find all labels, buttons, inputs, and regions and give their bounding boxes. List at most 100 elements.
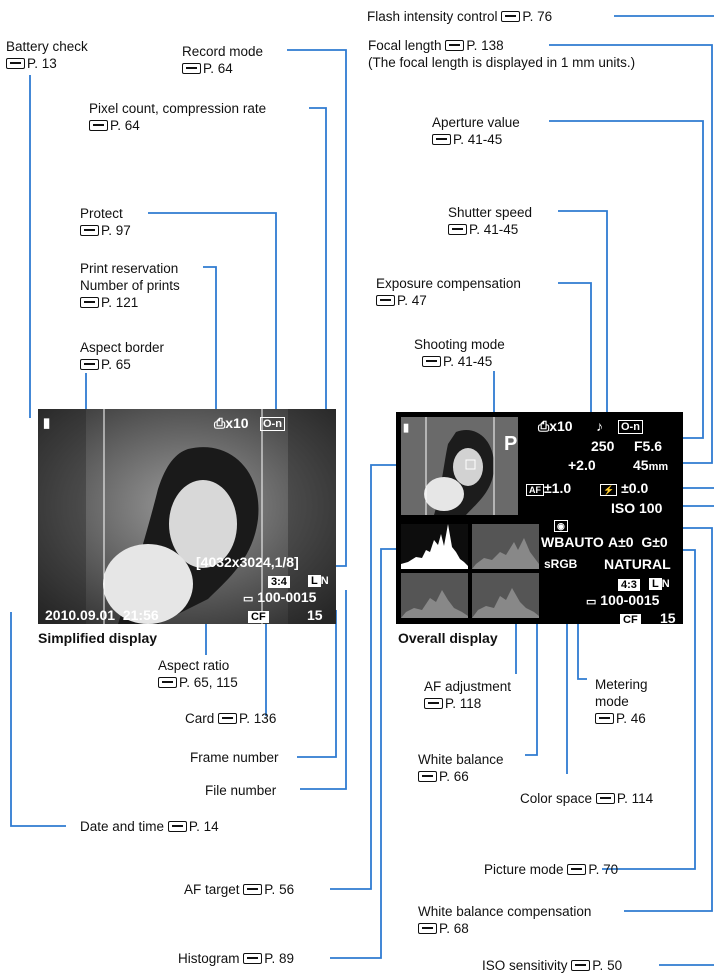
page-ref-icon: [445, 40, 465, 51]
page-ref-icon: [571, 960, 591, 971]
protect-icon: O‑n: [618, 420, 643, 434]
label-picture-mode: Picture mode P. 70: [484, 862, 619, 877]
page-ref-icon: [595, 793, 615, 804]
caption-overall: Overall display: [398, 630, 498, 646]
label-histogram: Histogram P. 89: [178, 951, 295, 966]
protect-icon: O‑n: [260, 417, 285, 431]
page-ref-icon: [595, 713, 614, 724]
page-ref-icon: [243, 884, 263, 895]
label-battery-check: Battery check P. 13: [6, 39, 88, 71]
leader-histogram: [330, 548, 401, 959]
print-reservation: ⎙x10: [214, 415, 249, 431]
label-aspect-ratio: Aspect ratio P. 65, 115: [158, 658, 238, 690]
file-number: ▭ 100-0015: [243, 589, 317, 605]
page-ref-icon: [432, 134, 451, 145]
af-target-frame: [465, 459, 476, 470]
page-ref-icon: [89, 120, 108, 131]
label-metering-mode: Metering mode P. 46: [595, 677, 648, 726]
leader-expcomp: [558, 282, 592, 446]
aperture-value: F5.6: [634, 438, 663, 454]
card-icon: CF: [620, 610, 641, 627]
wb-compensation: A±0 G±0: [608, 534, 668, 550]
exposure-compensation: +2.0: [568, 457, 596, 473]
shutter-speed: 250: [591, 438, 615, 454]
histogram-green: [401, 573, 468, 618]
histogram-luminance: [401, 524, 468, 569]
page-ref-icon: [422, 356, 441, 367]
label-protect: Protect P. 97: [80, 206, 131, 238]
leader-wbcomp: [624, 527, 713, 912]
aspect-ratio: 4:3: [618, 575, 640, 592]
label-color-space: Color space P. 114: [520, 791, 654, 806]
pixel-count: [4032x3024,1/8]: [196, 554, 299, 570]
label-shooting-mode: Shooting mode P. 41-45: [414, 337, 505, 369]
af-adjust-icon: AF: [526, 484, 544, 496]
label-card: Card P. 136: [185, 711, 277, 726]
leader-date: [10, 612, 66, 827]
leader-print: [203, 266, 217, 416]
histogram-blue: [472, 573, 539, 618]
page-ref-icon: [376, 295, 395, 306]
overall-graphics: [401, 417, 539, 618]
label-print-reservation: Print reservation Number of prints P. 12…: [80, 261, 180, 310]
frame-number: 15: [307, 607, 323, 623]
label-shutter: Shutter speed P. 41-45: [448, 205, 533, 237]
date-time: 2010.09.01 21:56: [45, 607, 159, 623]
page-ref-icon: [167, 821, 187, 832]
page-ref-icon: [418, 923, 437, 934]
leader-protect: [148, 212, 277, 416]
frame-number: 15: [660, 610, 676, 626]
color-space: sRGB: [544, 557, 578, 571]
label-pixel-count: Pixel count, compression rate P. 64: [89, 101, 267, 133]
iso-sensitivity: ISO 100: [611, 500, 663, 516]
label-wb-compensation: White balance compensation P. 68: [418, 904, 592, 936]
page-ref-icon: [80, 359, 99, 370]
page-ref-icon: [501, 11, 521, 22]
page-ref-icon: [6, 58, 25, 69]
label-white-balance: White balance P. 66: [418, 752, 504, 784]
leader-aperture: [549, 120, 704, 439]
label-aspect-border: Aspect border P. 65: [80, 340, 165, 372]
label-aperture: Aperture value P. 41-45: [432, 115, 520, 147]
label-iso: ISO sensitivity P. 50: [482, 958, 623, 973]
label-date-time: Date and time P. 14: [80, 819, 219, 834]
page-ref-icon: [158, 677, 177, 688]
shooting-mode: P: [504, 433, 518, 455]
leader-file: [300, 590, 347, 790]
label-af-adjustment: AF adjustment P. 118: [424, 679, 512, 711]
label-flash-intensity: Flash intensity control P. 76: [367, 9, 553, 24]
page-ref-icon: [80, 297, 99, 308]
histogram-red: [472, 524, 539, 569]
overall-display-screen: ▮ ⎙x10 ♪ O‑n P 250 F5.6 +2.0 45mm AF±1.0…: [396, 412, 683, 627]
metering-mode-icon: ◉: [554, 516, 568, 532]
label-focal-length: Focal length P. 138 (The focal length is…: [368, 38, 636, 70]
white-balance: WBAUTO: [541, 534, 604, 550]
page-ref-icon: [182, 63, 201, 74]
battery-icon: ▮: [43, 415, 51, 430]
label-af-target: AF target P. 56: [184, 882, 295, 897]
page-ref-icon: [567, 864, 587, 875]
af-adjustment: AF±1.0: [526, 480, 571, 496]
label-file-number: File number: [205, 783, 277, 798]
aspect-ratio: 3:4: [268, 572, 290, 589]
focal-length: 45mm: [633, 457, 669, 473]
leader-record: [287, 49, 347, 567]
page-ref-icon: [448, 224, 467, 235]
page-ref-icon: [424, 698, 443, 709]
file-icon: ▭: [586, 596, 597, 608]
flash-comp-icon: ⚡: [600, 484, 618, 496]
picture-mode: NATURAL: [604, 556, 671, 572]
print-reservation: ⎙x10: [538, 418, 573, 434]
flash-intensity: ⚡ ±0.0: [600, 480, 648, 496]
label-frame-number: Frame number: [190, 750, 279, 765]
page-ref-icon: [418, 771, 437, 782]
file-number: ▭ 100-0015: [586, 592, 660, 608]
leader-focal: [549, 44, 713, 464]
leader-frame: [297, 610, 337, 758]
flash-sound-icon: ♪: [596, 418, 603, 434]
page-ref-icon: [80, 225, 99, 236]
label-record-mode: Record mode P. 64: [182, 44, 264, 76]
